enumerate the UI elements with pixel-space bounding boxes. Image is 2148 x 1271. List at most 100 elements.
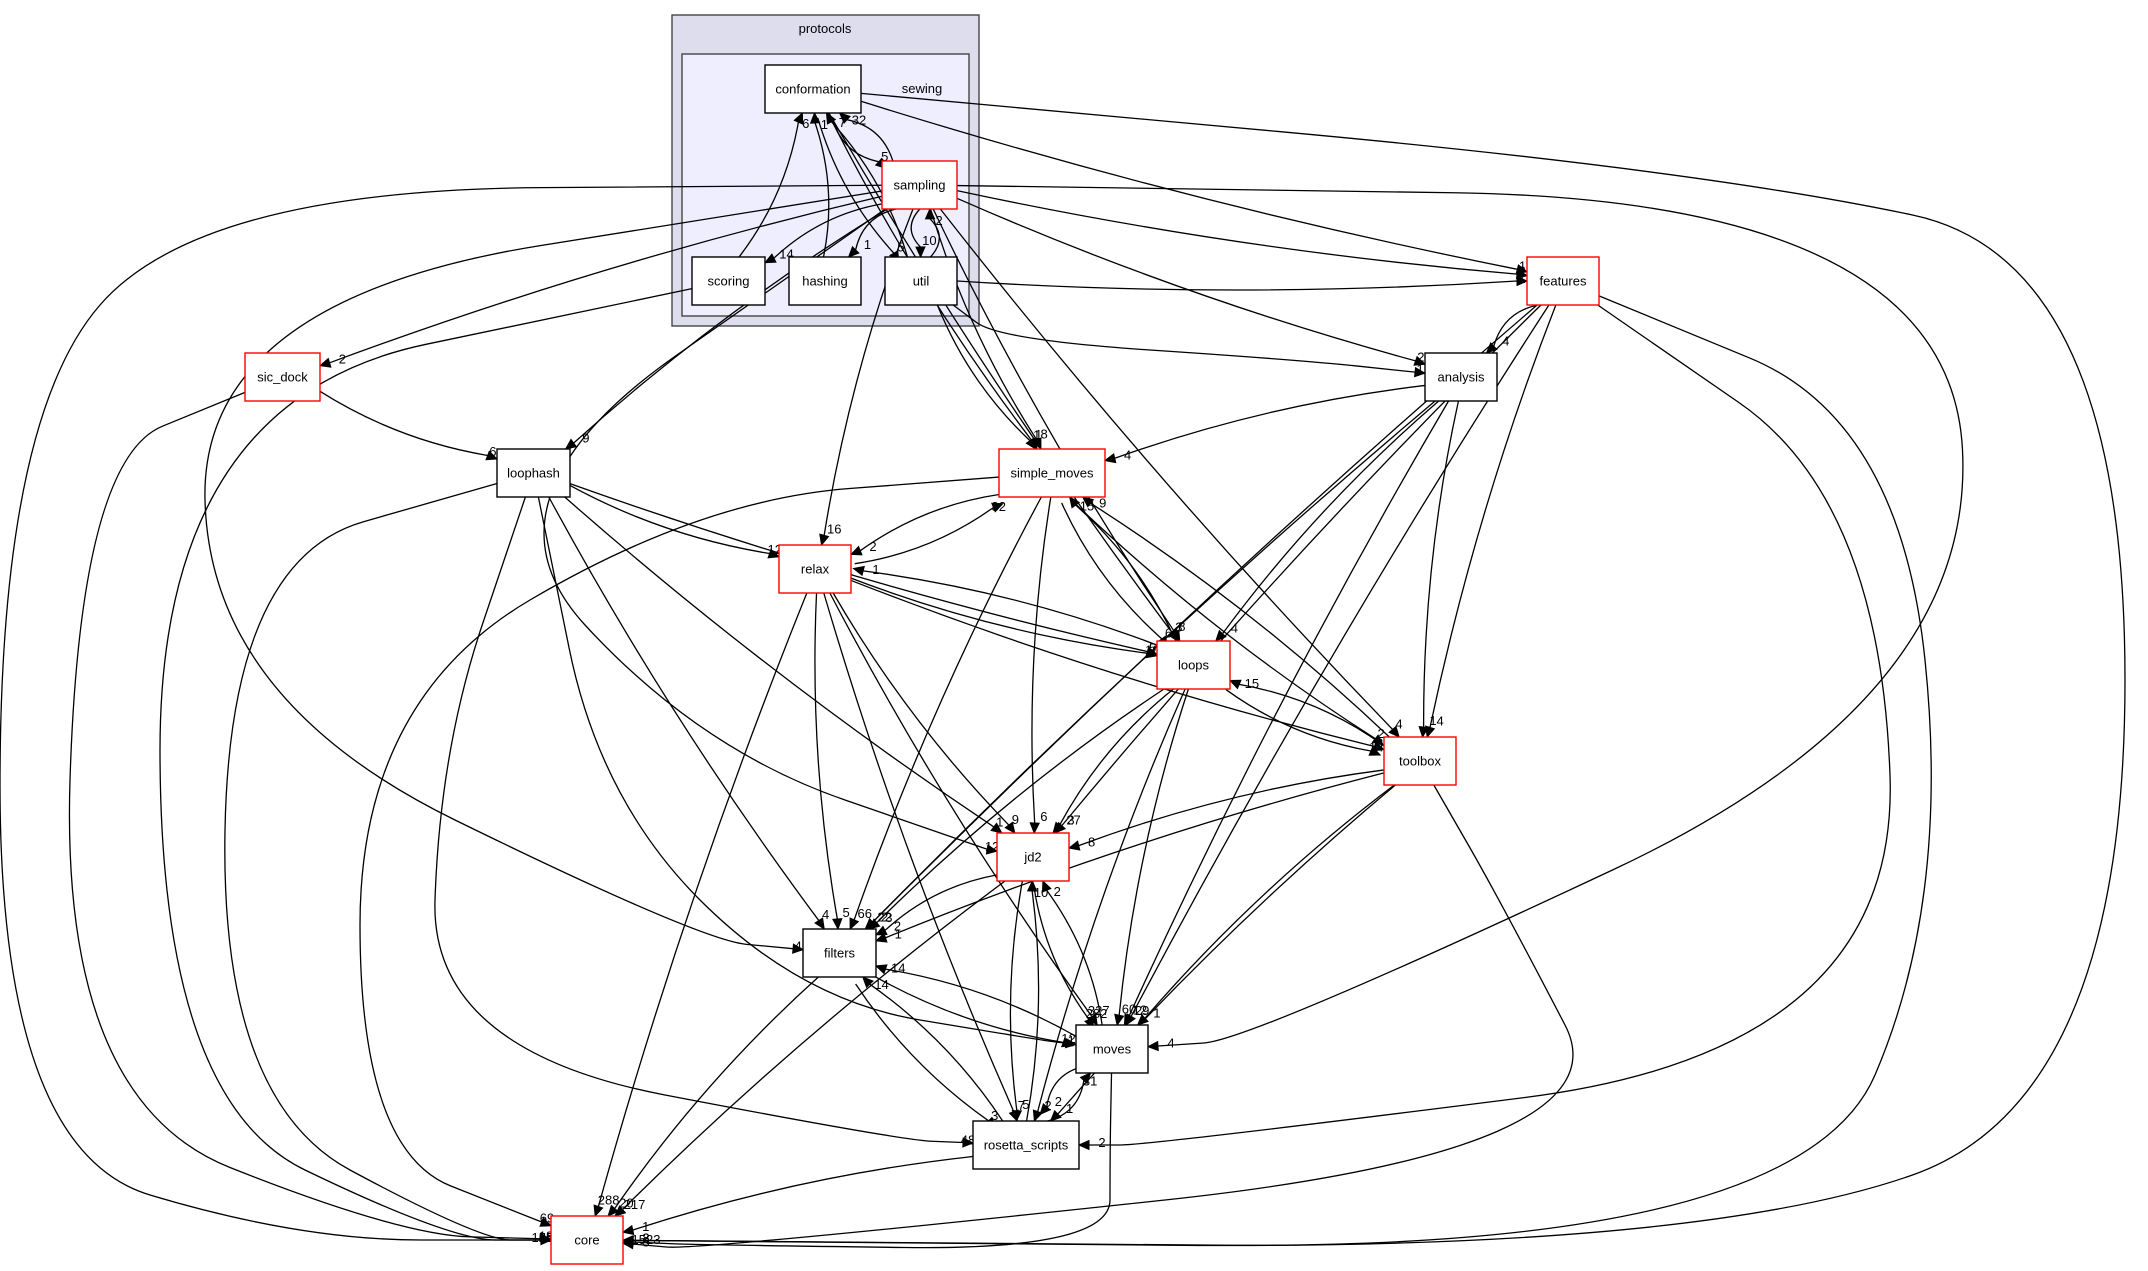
edge-label[interactable]: 7 <box>839 115 846 130</box>
edge-label[interactable]: 1 <box>1033 427 1040 442</box>
edge-scoring-to-conformation[interactable]: 6 <box>738 111 809 258</box>
edge-label[interactable]: 1 <box>821 117 828 132</box>
edge-label[interactable]: 2 <box>1378 726 1385 741</box>
node-relax[interactable]: relax <box>778 544 852 594</box>
edge-label[interactable]: 27 <box>1066 813 1080 828</box>
edge-label[interactable]: 2 <box>339 352 346 367</box>
edge-moves-to-jd2[interactable]: 2 <box>1041 879 1103 1026</box>
edge-label[interactable]: 1 <box>642 1219 649 1234</box>
edge-loophash-to-jd2[interactable]: 1 <box>564 496 1004 834</box>
edge-sampling-to-features[interactable]: 2 <box>956 189 1529 280</box>
edge-toolbox-to-jd2[interactable]: 8 <box>1067 769 1385 851</box>
edge-simple_moves-to-loops[interactable]: 6 <box>1061 502 1172 648</box>
edge-loophash-to-core[interactable]: 55 <box>224 482 553 1246</box>
edge-label[interactable]: 9 <box>1012 812 1019 827</box>
edge-sampling-to-filters[interactable]: 4 <box>204 190 883 954</box>
edge-toolbox-to-moves[interactable]: 1 <box>1136 784 1395 1026</box>
edge-label[interactable]: 14 <box>874 977 888 992</box>
edge-simple_moves-to-jd2[interactable]: 6 <box>1029 496 1052 835</box>
edge-scoring-to-core[interactable]: 26 <box>159 288 693 1246</box>
node-analysis[interactable]: analysis <box>1424 352 1498 402</box>
edge-relax-to-loops[interactable]: 10 <box>850 577 1160 659</box>
edge-relax-to-filters[interactable]: 5 <box>814 592 850 931</box>
edge-features-to-analysis[interactable]: 4 <box>1485 304 1538 354</box>
edge-label[interactable]: 1 <box>1518 271 1525 286</box>
edge-label[interactable]: 1 <box>1153 1005 1160 1020</box>
edge-sampling-to-analysis[interactable]: 2 <box>956 197 1427 366</box>
edge-sampling-to-moves[interactable]: 4 <box>956 184 1964 1052</box>
edge-loops-to-rosetta_scripts[interactable]: 2 <box>1032 688 1186 1123</box>
edge-label[interactable]: 4 <box>822 907 829 922</box>
edge-label[interactable]: 3 <box>642 1234 649 1249</box>
edge-sampling-to-relax[interactable]: 16 <box>819 208 914 547</box>
edge-label[interactable]: 29 <box>1135 1003 1149 1018</box>
edge-label[interactable]: 8 <box>1040 426 1047 441</box>
edge-label[interactable]: 2 <box>1044 1098 1051 1113</box>
edge-label[interactable]: 8 <box>642 1230 649 1245</box>
edge-sampling-to-core[interactable]: 1622 <box>0 184 883 1246</box>
node-util[interactable]: util <box>884 256 958 306</box>
node-rosetta-scripts[interactable]: rosetta_scripts <box>972 1120 1080 1170</box>
edge-label[interactable]: 1 <box>1067 1033 1074 1048</box>
edge-label[interactable]: 282 <box>1086 1006 1108 1021</box>
node-hashing[interactable]: hashing <box>788 256 862 306</box>
node-loophash[interactable]: loophash <box>496 448 571 498</box>
edge-label[interactable]: 31 <box>1083 1073 1097 1088</box>
edge-label[interactable]: 32 <box>992 499 1006 514</box>
edge-analysis-to-loops[interactable]: 4 <box>1214 400 1440 642</box>
edge-label[interactable]: 5 <box>881 149 888 164</box>
edge-label[interactable]: 1523 <box>632 1232 661 1247</box>
edge-jd2-to-rosetta_scripts[interactable]: 5 <box>1009 880 1030 1122</box>
edge-loops-to-moves[interactable]: 60 <box>1114 688 1190 1027</box>
edge-relax-to-simple_moves[interactable]: 32 <box>854 499 1006 565</box>
edge-loophash-to-rosetta_scripts[interactable]: 48 <box>434 496 975 1148</box>
edge-features-to-rosetta_scripts[interactable]: 2 <box>1077 304 1891 1151</box>
edge-sampling-to-conformation[interactable]: 32 <box>838 112 894 162</box>
node-sic-dock[interactable]: sic_dock <box>244 352 321 402</box>
edge-label[interactable]: 3 <box>991 1108 998 1123</box>
edge-label[interactable]: 1 <box>1429 713 1436 728</box>
edge-loophash-to-filters[interactable]: 4 <box>548 496 829 931</box>
edge-label[interactable]: 1 <box>895 927 902 942</box>
edge-label[interactable]: 2 <box>894 919 901 934</box>
edge-rosetta_scripts-to-filters[interactable]: 14 <box>861 976 1004 1122</box>
edge-filters-to-rosetta_scripts[interactable]: 3 <box>855 983 999 1129</box>
edge-label[interactable]: 1 <box>1519 258 1526 273</box>
edge-label[interactable]: 4 <box>1124 447 1131 462</box>
edge-label[interactable]: 3 <box>885 910 892 925</box>
edge-util-to-features[interactable]: 1 <box>956 271 1529 291</box>
edge-label[interactable]: 4 <box>1395 716 1402 731</box>
node-conformation[interactable]: conformation <box>764 64 862 114</box>
edge-relax-to-jd2[interactable]: 9 <box>832 592 1019 834</box>
edge-label[interactable]: 8 <box>1178 619 1185 634</box>
edge-label[interactable]: 2 <box>1417 350 1424 365</box>
node-toolbox[interactable]: toolbox <box>1383 736 1457 786</box>
edge-sampling-to-jd2[interactable]: 12 <box>543 208 999 855</box>
edge-filters-to-core[interactable]: 20 <box>607 976 819 1217</box>
edge-loops-to-relax[interactable]: 1 <box>852 562 1160 647</box>
edge-relax-to-rosetta_scripts[interactable]: 7 <box>823 592 1025 1123</box>
edge-label[interactable]: 3 <box>1067 812 1074 827</box>
edge-loophash-to-relax[interactable]: 12 <box>569 484 782 559</box>
node-simple-moves[interactable]: simple_moves <box>998 448 1106 498</box>
edge-label[interactable]: 16 <box>827 521 841 536</box>
node-core[interactable]: core <box>550 1215 624 1265</box>
edge-moves-to-filters[interactable]: 14 <box>874 961 1077 1037</box>
edge-label[interactable]: 217 <box>624 1197 646 1212</box>
edge-loops-to-simple_moves[interactable]: 15 <box>1068 496 1177 642</box>
edge-label[interactable]: 6 <box>802 116 809 131</box>
edge-toolbox-to-filters[interactable]: 1 <box>874 772 1385 943</box>
edge-label[interactable]: 1 <box>1035 427 1042 442</box>
edge-sic_dock-to-loophash[interactable]: 6 <box>319 390 499 461</box>
edge-features-to-moves[interactable]: 29 <box>1125 304 1550 1027</box>
edge-loophash-to-moves[interactable]: 1 <box>537 496 1078 1049</box>
edge-jd2-to-moves[interactable]: 282 <box>1032 884 1108 1030</box>
edge-label[interactable]: 1 <box>864 237 871 252</box>
edge-label[interactable]: 4 <box>1231 621 1238 636</box>
edge-features-to-toolbox[interactable]: 4 <box>1425 304 1557 739</box>
edge-analysis-to-simple_moves[interactable]: 4 <box>1103 384 1426 464</box>
edge-label[interactable]: 1 <box>1066 1101 1073 1116</box>
edge-simple_moves-to-relax[interactable]: 2 <box>849 493 1000 556</box>
edge-label[interactable]: 2 <box>1098 1135 1105 1150</box>
edge-loops-to-filters[interactable]: 3 <box>868 688 1165 930</box>
